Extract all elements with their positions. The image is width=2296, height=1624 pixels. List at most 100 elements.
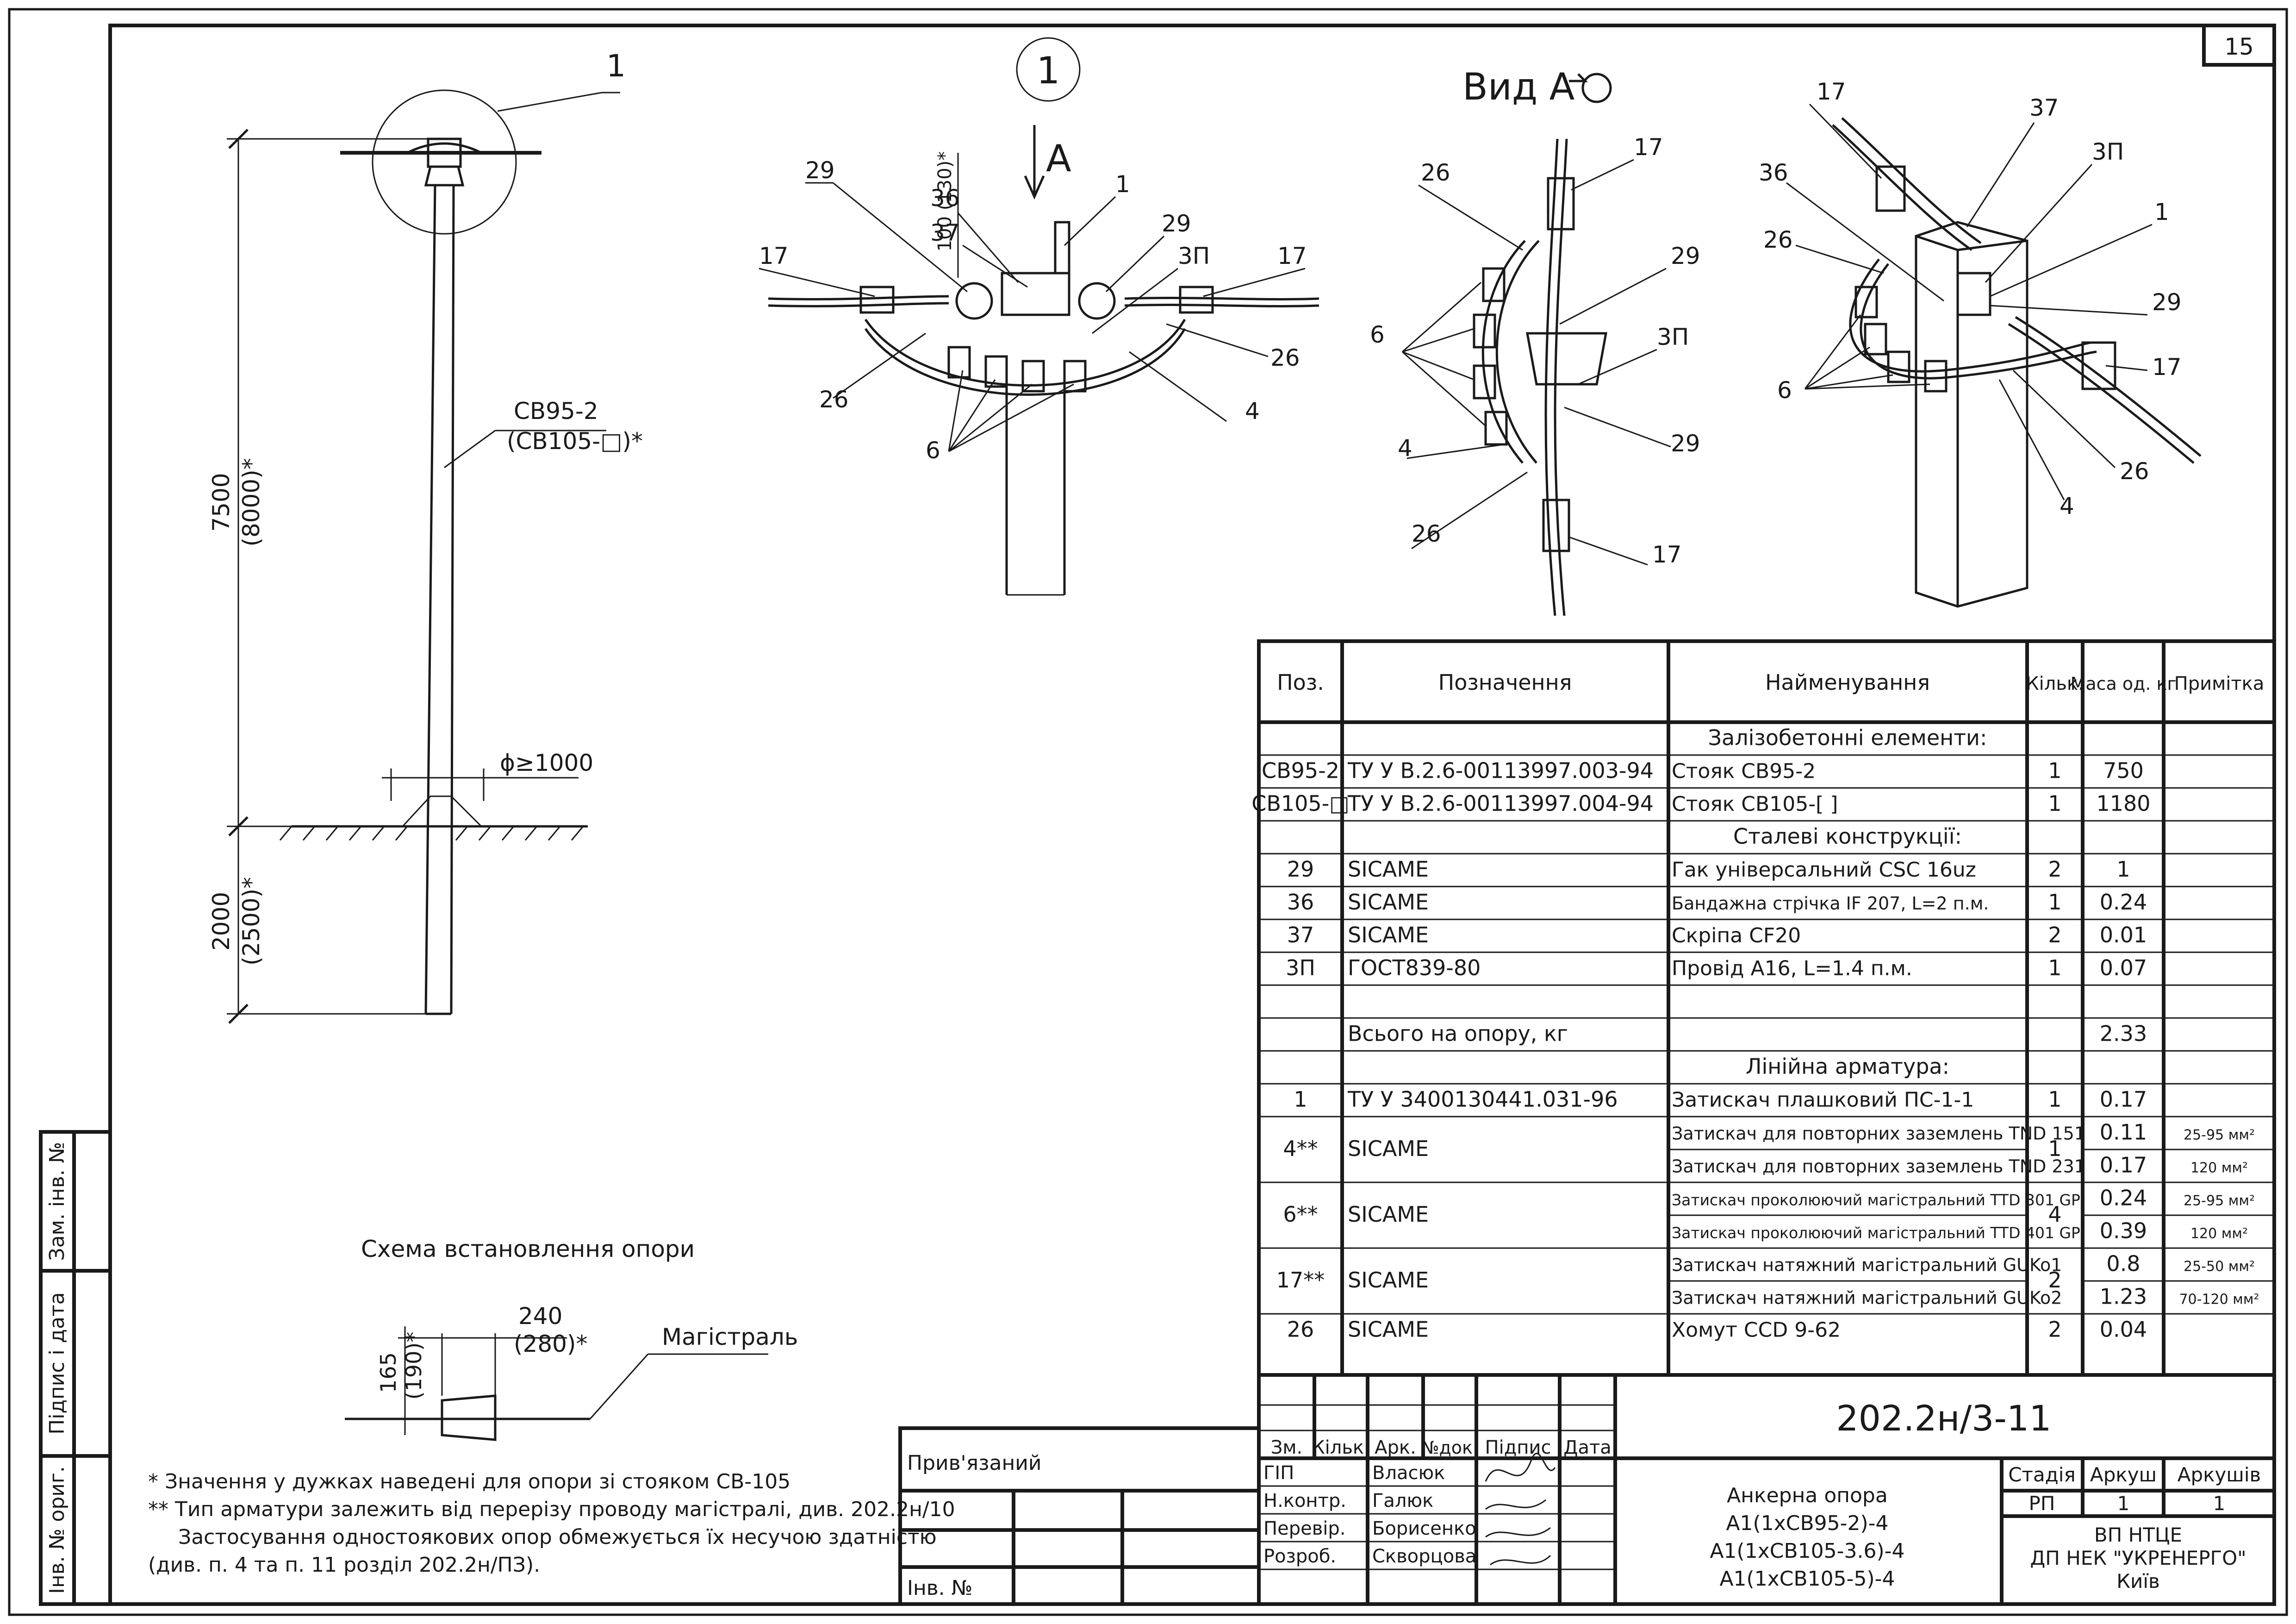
spec-header-mass: Маса од. кг <box>2071 674 2177 694</box>
sheet-header: Аркуш <box>2090 1463 2157 1486</box>
iso-callout-26b: 26 <box>2120 458 2149 485</box>
spec-cell-pos: 3П <box>1286 956 1315 981</box>
spec-cell-name: Стояк СВ105-[ ] <box>1672 793 1838 816</box>
node-callout-29a: 29 <box>805 157 835 184</box>
spec-header-pos: Поз. <box>1277 670 1324 695</box>
node-callout-6: 6 <box>926 437 940 464</box>
spec-cell-name: Затискач плашковий ПС-1-1 <box>1672 1088 1974 1112</box>
spec-cell-mass: 0.04 <box>2100 1317 2147 1342</box>
specification-table: Поз. Позначення Найменування Кільк. Маса… <box>1251 639 2276 1377</box>
view-a-callout-6: 6 <box>1370 321 1385 348</box>
change-header-date: Дата <box>1563 1437 1612 1458</box>
change-header-sheet: Арк. <box>1375 1437 1416 1458</box>
change-header-sign: Підпис <box>1485 1437 1551 1458</box>
view-a-callout-17b: 17 <box>1652 541 1682 568</box>
spec-cell-note: 70-120 мм² <box>2179 1292 2259 1308</box>
node-view-arrow: A <box>1046 137 1071 180</box>
iso-callout-3p: 3П <box>2092 138 2124 165</box>
spec-cell-pos: 17** <box>1276 1268 1325 1293</box>
scheme-width-dim-alt: (280)* <box>514 1330 587 1357</box>
spec-cell-qty: 2 <box>2048 857 2061 882</box>
node-callout-4: 4 <box>1245 398 1260 425</box>
spec-cell-pos: 36 <box>1287 890 1314 915</box>
spec-cell-designation: SICAME <box>1348 1202 1429 1227</box>
isometric-drawing: 17 37 3П 36 26 1 29 17 6 26 4 <box>1759 78 2202 608</box>
iso-callout-29: 29 <box>2152 289 2182 316</box>
spec-cell-qty: 2 <box>2048 1268 2061 1293</box>
node-callout-37: 37 <box>930 219 960 246</box>
spec-cell-pos: 37 <box>1287 923 1314 948</box>
role-3: Перевір. <box>1263 1518 1345 1539</box>
pole-height-dim-alt: (8000)* <box>238 458 265 546</box>
stage-header: Стадія <box>2008 1463 2076 1486</box>
note-4: (див. п. 4 та п. 11 розділ 202.2н/ПЗ). <box>148 1553 540 1577</box>
spec-cell-mass: 0.17 <box>2100 1153 2147 1178</box>
org-1: ВП НТЦЕ <box>2094 1524 2182 1546</box>
iso-callout-17a: 17 <box>1817 78 1846 105</box>
spec-section-title: Лінійна арматура: <box>1746 1054 1949 1079</box>
view-a-drawing: Вид А 26 17 29 3П 6 4 29 26 17 <box>1370 65 1700 616</box>
spec-cell-note: 25-95 мм² <box>2184 1193 2255 1209</box>
spec-cell-name: Затискач проколюючий магістральний TTD 3… <box>1672 1191 2080 1209</box>
spec-cell-note: 120 мм² <box>2190 1226 2248 1242</box>
spec-cell-name: Затискач проколюючий магістральний TTD 4… <box>1672 1224 2080 1242</box>
spec-cell-designation: SICAME <box>1348 923 1429 948</box>
note-3: Застосування одностоякових опор обмежуєт… <box>178 1525 937 1549</box>
node-offset-dim: 100 (130)* <box>934 151 956 252</box>
spec-cell-designation: SICAME <box>1348 1268 1429 1293</box>
tie-block: Прив'язаний Інв. № <box>898 1426 1261 1606</box>
spec-cell-name: Скріпа CF20 <box>1672 924 1801 948</box>
spec-cell-mass: 0.01 <box>2100 923 2147 948</box>
node-callout-26b: 26 <box>1270 344 1300 371</box>
spec-cell-designation: Всього на опору, кг <box>1348 1021 1568 1046</box>
installation-scheme: Схема встановлення опори 240 (280)* 165 … <box>345 1236 798 1441</box>
pole-depth-dim-alt: (2500)* <box>238 877 265 965</box>
spec-cell-name: Затискач для повторних заземлень TND 151 <box>1672 1124 2085 1144</box>
spec-cell-name: Хомут CCD 9-62 <box>1672 1318 1841 1342</box>
spec-cell-pos: 29 <box>1287 857 1314 882</box>
scheme-height-dim-alt: (190)* <box>401 1332 426 1400</box>
role-1: ГІП <box>1263 1462 1294 1484</box>
iso-callout-17b: 17 <box>2152 354 2182 381</box>
iso-callout-26a: 26 <box>1763 226 1793 253</box>
node-callout-36: 36 <box>930 185 960 212</box>
spec-cell-name: Провід А16, L=1.4 п.м. <box>1672 957 1912 981</box>
pole-drawing: 7500 (8000)* 2000 (2500)* ϕ≥1000 1 СВ95-… <box>208 48 643 1024</box>
spec-cell-name: Затискач натяжний магістральний GUKo1 <box>1672 1255 2062 1275</box>
spec-cell-qty: 1 <box>2048 1087 2061 1112</box>
view-a-callout-29a: 29 <box>1671 243 1700 269</box>
description-2: А1(1хСВ95-2)-4 <box>1726 1512 1888 1535</box>
change-header-doc: №док. <box>1421 1437 1478 1458</box>
pole-diameter-dim: ϕ≥1000 <box>500 750 593 776</box>
spec-cell-pos: СВ95-2 <box>1262 758 1339 783</box>
spec-cell-mass: 0.07 <box>2100 956 2147 981</box>
spec-cell-qty: 1 <box>2048 956 2061 981</box>
pole-depth-dim: 2000 <box>208 892 235 950</box>
left-stamp: Інв. № ориг. Підпис і дата Зам. інв. № <box>39 1130 112 1606</box>
spec-cell-qty: 1 <box>2048 890 2061 915</box>
description-4: А1(1хСВ105-5)-4 <box>1719 1567 1895 1591</box>
spec-cell-designation: SICAME <box>1348 890 1429 915</box>
note-1: * Значення у дужках наведені для опори з… <box>148 1470 790 1493</box>
spec-cell-note: 120 мм² <box>2190 1160 2248 1176</box>
pole-label-alt: (СВ105-□)* <box>507 428 643 455</box>
scheme-label-main: Магістраль <box>662 1324 798 1350</box>
view-a-callout-4: 4 <box>1398 435 1412 462</box>
spec-section-title: Залізобетонні елементи: <box>1708 725 1987 750</box>
change-header-qty: Кільк. <box>1312 1437 1370 1458</box>
spec-header-designation: Позначення <box>1438 670 1572 695</box>
spec-cell-mass: 0.24 <box>2100 890 2147 915</box>
pole-label-main: СВ95-2 <box>514 398 598 425</box>
spec-cell-pos: 26 <box>1287 1317 1314 1342</box>
spec-cell-mass: 0.17 <box>2100 1087 2147 1112</box>
view-a-callout-17a: 17 <box>1634 134 1663 161</box>
iso-callout-6: 6 <box>1777 377 1792 404</box>
spec-cell-mass: 0.39 <box>2100 1218 2147 1243</box>
spec-cell-qty: 4 <box>2048 1202 2061 1227</box>
spec-header-name: Найменування <box>1765 670 1930 695</box>
spec-cell-name: Затискач натяжний магістральний GUKo2 <box>1672 1288 2062 1308</box>
role-1-name: Власюк <box>1372 1462 1445 1484</box>
view-a-callout-29b: 29 <box>1671 430 1700 457</box>
